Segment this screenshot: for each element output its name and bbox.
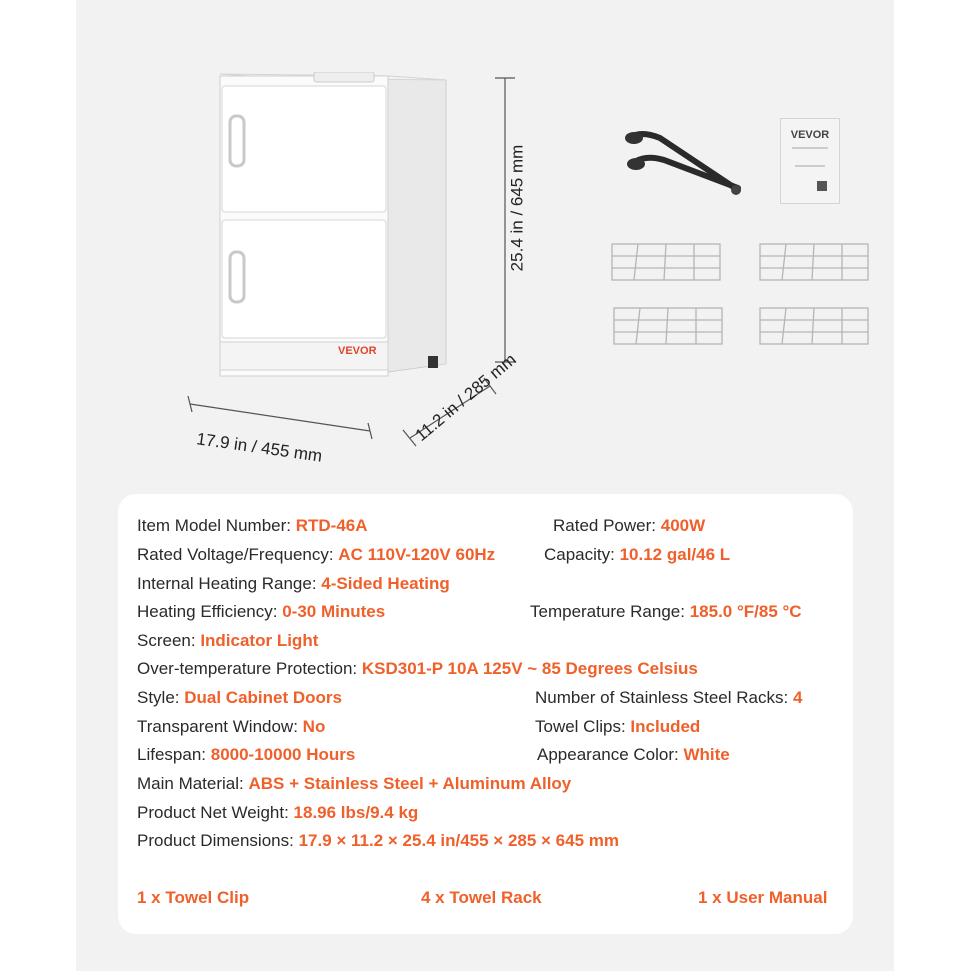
manual-logo: VEVOR [790,129,830,141]
spec-weight: Product Net Weight: 18.96 lbs/9.4 kg [137,803,419,822]
towel-clip-tongs-image [625,131,741,195]
spec-capacity: Capacity: 10.12 gal/46 L [544,545,731,564]
spec-style: Style: Dual Cabinet Doors [137,688,342,707]
height-dimension-label: 25.4 in / 645 mm [507,144,527,272]
spec-over-temperature: Over-temperature Protection: KSD301-P 10… [137,659,698,678]
spec-color: Appearance Color: White [537,745,730,764]
towel-warmer-cabinet-image [219,72,447,377]
spec-heating-range: Internal Heating Range: 4-Sided Heating [137,574,450,593]
dimension-lines [187,77,515,447]
user-manual-image: VEVOR [780,118,840,204]
accessory-user-manual: 1 x User Manual [698,888,828,907]
specifications-card [118,494,853,934]
spec-racks: Number of Stainless Steel Racks: 4 [535,688,803,707]
spec-power: Rated Power: 400W [553,516,706,535]
spec-temperature: Temperature Range: 185.0 °F/85 °C [530,602,802,621]
spec-lifespan: Lifespan: 8000-10000 Hours [137,745,356,764]
cabinet-logo: VEVOR [338,345,377,357]
accessory-towel-clip: 1 x Towel Clip [137,888,250,907]
spec-voltage: Rated Voltage/Frequency: AC 110V-120V 60… [137,545,496,564]
towel-racks-image [611,243,869,345]
spec-clips: Towel Clips: Included [535,717,701,736]
spec-model: Item Model Number: RTD-46A [137,516,368,535]
spec-efficiency: Heating Efficiency: 0-30 Minutes [137,602,386,621]
accessory-towel-rack: 4 x Towel Rack [421,888,542,907]
spec-screen: Screen: Indicator Light [137,631,319,650]
spec-dimensions: Product Dimensions: 17.9 × 11.2 × 25.4 i… [137,831,619,850]
spec-window: Transparent Window: No [137,717,326,736]
spec-material: Main Material: ABS + Stainless Steel + A… [137,774,572,793]
